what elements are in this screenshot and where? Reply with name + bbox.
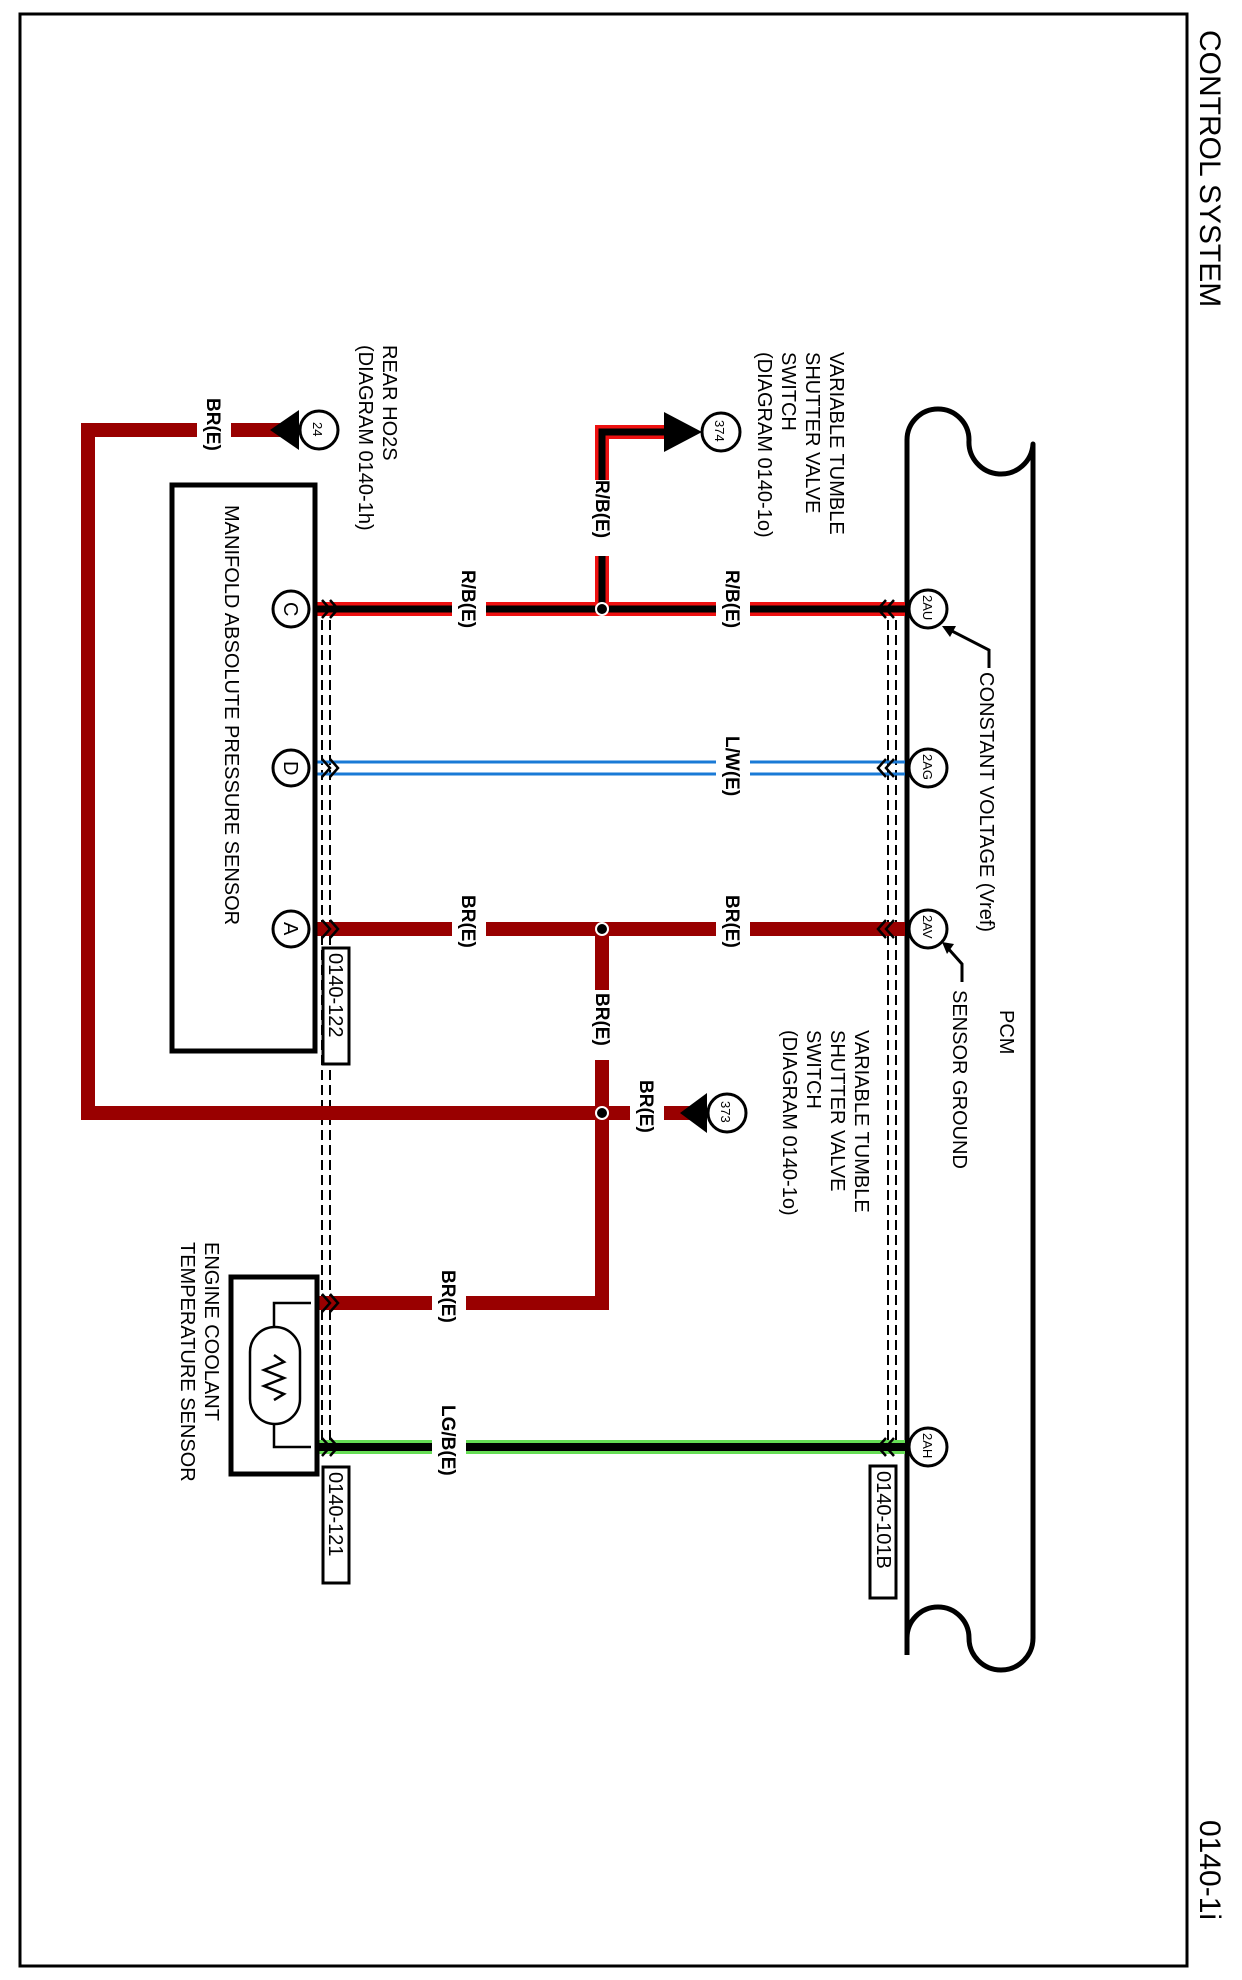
sensor-connector-chevrons <box>321 599 340 1457</box>
svg-text:2AU: 2AU <box>920 595 935 620</box>
wire-label-rb: R/B(E) <box>591 480 612 538</box>
map-connector-box <box>321 946 351 1066</box>
pcm-pin-2av[interactable]: 2AV <box>907 908 949 950</box>
map-connector-id: 0140-122 <box>324 953 346 1038</box>
wire-label-gaps <box>197 417 750 1462</box>
callout-constant-voltage: CONSTANT VOLTAGE (Vref) <box>942 626 997 932</box>
svg-text:24: 24 <box>310 422 325 436</box>
pcm-connector-box <box>868 1464 898 1600</box>
svg-text:A: A <box>279 922 301 936</box>
svg-text:(DIAGRAM 0140-1o): (DIAGRAM 0140-1o) <box>753 352 775 538</box>
ect-sensor: ENGINE COOLANT TEMPERATURE SENSOR 0140-1… <box>176 1242 351 1585</box>
svg-text:ENGINE COOLANT: ENGINE COOLANT <box>200 1242 222 1421</box>
wire-label-lw: L/W(E) <box>721 736 742 796</box>
pcm-pin-2ag[interactable]: 2AG <box>907 747 949 789</box>
ect-connector-box <box>321 1465 351 1585</box>
svg-text:D: D <box>279 761 301 775</box>
reference-24[interactable]: 24 REAR HO2S (DIAGRAM 0140-1h) <box>270 345 400 531</box>
svg-text:SWITCH: SWITCH <box>802 1030 824 1109</box>
splice-point <box>595 922 609 936</box>
map-pin-c[interactable]: C <box>271 589 311 629</box>
pcm-label: PCM <box>995 1010 1017 1054</box>
map-pin-d[interactable]: D <box>271 748 311 788</box>
pcm-module: PCM 0140-101B <box>868 406 1036 1673</box>
arrow-icon <box>270 410 299 450</box>
svg-text:SHUTTER VALVE: SHUTTER VALVE <box>826 1030 848 1192</box>
wire-label-rb: R/B(E) <box>721 570 742 628</box>
svg-text:TEMPERATURE SENSOR: TEMPERATURE SENSOR <box>176 1242 198 1482</box>
ect-connector-id: 0140-121 <box>324 1472 346 1557</box>
wire-lw[interactable] <box>315 760 905 776</box>
wire-label-br: BR(E) <box>591 993 612 1046</box>
pcm-connector-chevrons <box>876 599 895 1457</box>
svg-text:VARIABLE TUMBLE: VARIABLE TUMBLE <box>850 1030 872 1213</box>
map-sensor-label: MANIFOLD ABSOLUTE PRESSURE SENSOR <box>220 505 242 925</box>
wire-br-ho2s[interactable] <box>81 423 602 1120</box>
wire-label-br: BR(E) <box>202 398 223 451</box>
arrow-icon <box>680 1093 707 1133</box>
svg-text:SWITCH: SWITCH <box>777 352 799 431</box>
pcm-pin-2au[interactable]: 2AU <box>907 588 949 630</box>
svg-text:373: 373 <box>718 1101 733 1123</box>
svg-text:2AV: 2AV <box>920 915 935 939</box>
map-sensor: MANIFOLD ABSOLUTE PRESSURE SENSOR C D A … <box>169 482 351 1066</box>
svg-text:374: 374 <box>712 420 727 442</box>
wire-label-br: BR(E) <box>635 1080 656 1133</box>
diagram-frame <box>18 12 1189 1968</box>
shield-pcm-side <box>887 620 897 1440</box>
svg-text:2AG: 2AG <box>920 754 935 780</box>
wire-label-rb: R/B(E) <box>457 570 478 628</box>
svg-text:REAR HO2S: REAR HO2S <box>378 345 400 461</box>
pcm-connector-id: 0140-101B <box>872 1471 894 1569</box>
splice-points <box>595 602 609 1120</box>
svg-text:SENSOR GROUND: SENSOR GROUND <box>948 990 970 1169</box>
wire-label-br: BR(E) <box>437 1270 458 1323</box>
pcm-pin-2ah[interactable]: 2AH <box>907 1426 949 1468</box>
callout-sensor-ground: SENSOR GROUND <box>942 942 970 1169</box>
reference-374[interactable]: 374 VARIABLE TUMBLE SHUTTER VALVE SWITCH… <box>664 352 847 538</box>
svg-text:(DIAGRAM 0140-1h): (DIAGRAM 0140-1h) <box>354 345 376 531</box>
wire-label-lgb: LG/B(E) <box>437 1405 458 1476</box>
reference-373[interactable]: 373 VARIABLE TUMBLE SHUTTER VALVE SWITCH… <box>680 1030 872 1216</box>
page-id: 0140-1i <box>1193 1820 1226 1920</box>
splice-point <box>595 1106 609 1120</box>
splice-point <box>595 602 609 616</box>
svg-text:2AH: 2AH <box>920 1433 935 1458</box>
svg-text:C: C <box>279 602 301 616</box>
arrow-icon <box>664 412 702 452</box>
svg-text:SHUTTER VALVE: SHUTTER VALVE <box>801 352 823 514</box>
map-pin-a[interactable]: A <box>271 909 311 949</box>
svg-text:CONSTANT VOLTAGE (Vref): CONSTANT VOLTAGE (Vref) <box>975 672 997 932</box>
svg-text:(DIAGRAM 0140-1o): (DIAGRAM 0140-1o) <box>778 1030 800 1216</box>
svg-text:VARIABLE TUMBLE: VARIABLE TUMBLE <box>825 352 847 535</box>
section-title: CONTROL SYSTEM <box>1193 30 1226 307</box>
wire-label-br: BR(E) <box>721 895 742 948</box>
wire-label-br: BR(E) <box>457 895 478 948</box>
